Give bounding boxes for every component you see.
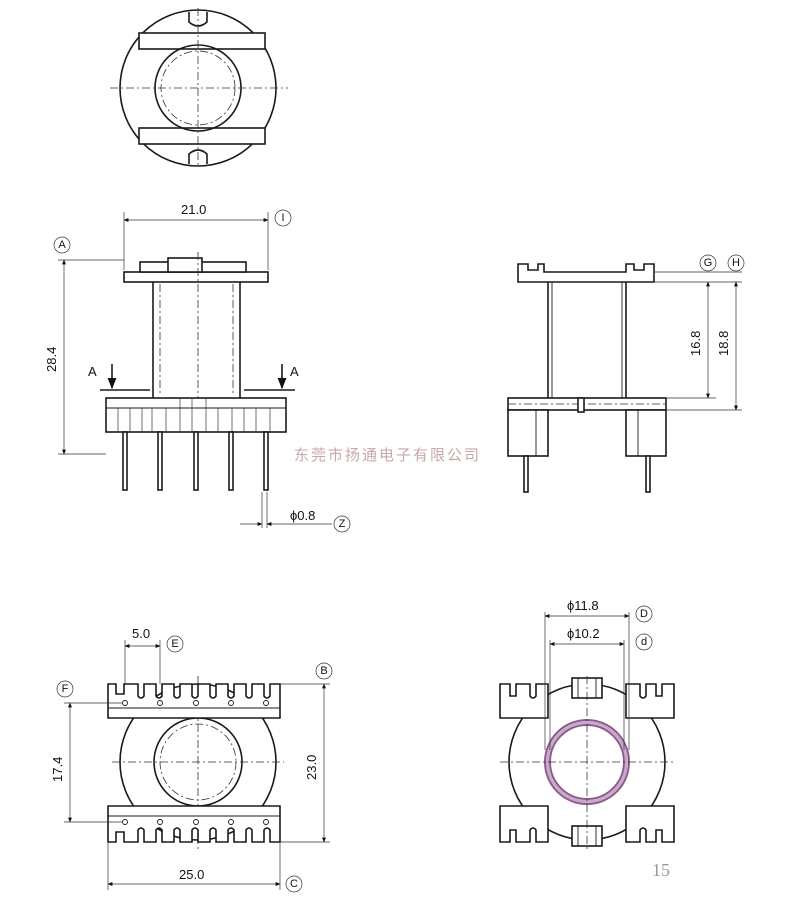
pins [122, 431, 269, 491]
dim-top-width: 21.0 [181, 202, 206, 217]
section-mark-right: A [290, 364, 299, 379]
dim-pin-diameter: ϕ0.8 [290, 508, 315, 523]
side-view: 16.8 18.8 G H [507, 254, 745, 493]
dim-body-width: 25.0 [179, 867, 204, 882]
company-watermark: 东莞市扬通电子有限公司 [294, 446, 481, 464]
callout-i: I [281, 212, 284, 224]
callout-g: G [704, 257, 713, 269]
callout-b: B [320, 665, 327, 677]
callout-c: C [290, 878, 298, 890]
dim-height-total: 28.4 [44, 347, 59, 372]
callout-h: H [732, 257, 740, 269]
dim-core-height-inner: 16.8 [688, 331, 703, 356]
section-view: ϕ11.8 ϕ10.2 D d [499, 598, 675, 850]
page-number: 15 [652, 860, 670, 880]
callout-d-upper: D [640, 608, 648, 620]
callout-f: F [62, 683, 69, 695]
dim-inner-diameter: ϕ10.2 [567, 626, 600, 641]
section-mark-left: A [88, 364, 97, 379]
dim-outer-diameter: ϕ11.8 [567, 598, 599, 613]
dim-pin-pitch: 5.0 [132, 626, 150, 641]
callout-z: Z [339, 518, 346, 530]
dim-body-depth: 23.0 [304, 755, 319, 780]
dim-core-height-outer: 18.8 [716, 331, 731, 356]
callout-e: E [171, 638, 178, 650]
base-ribs [117, 398, 271, 432]
callout-d-lower: d [641, 636, 647, 648]
top-view [110, 8, 288, 168]
front-view: A A 21.0 I 28.4 A ϕ0.8 Z [44, 202, 351, 533]
bottom-view: 5.0 E 17.4 F 23.0 B 25.0 C [50, 626, 333, 893]
callout-a: A [58, 239, 66, 251]
dim-row-spacing: 17.4 [50, 757, 65, 782]
pin-holes [122, 700, 269, 825]
